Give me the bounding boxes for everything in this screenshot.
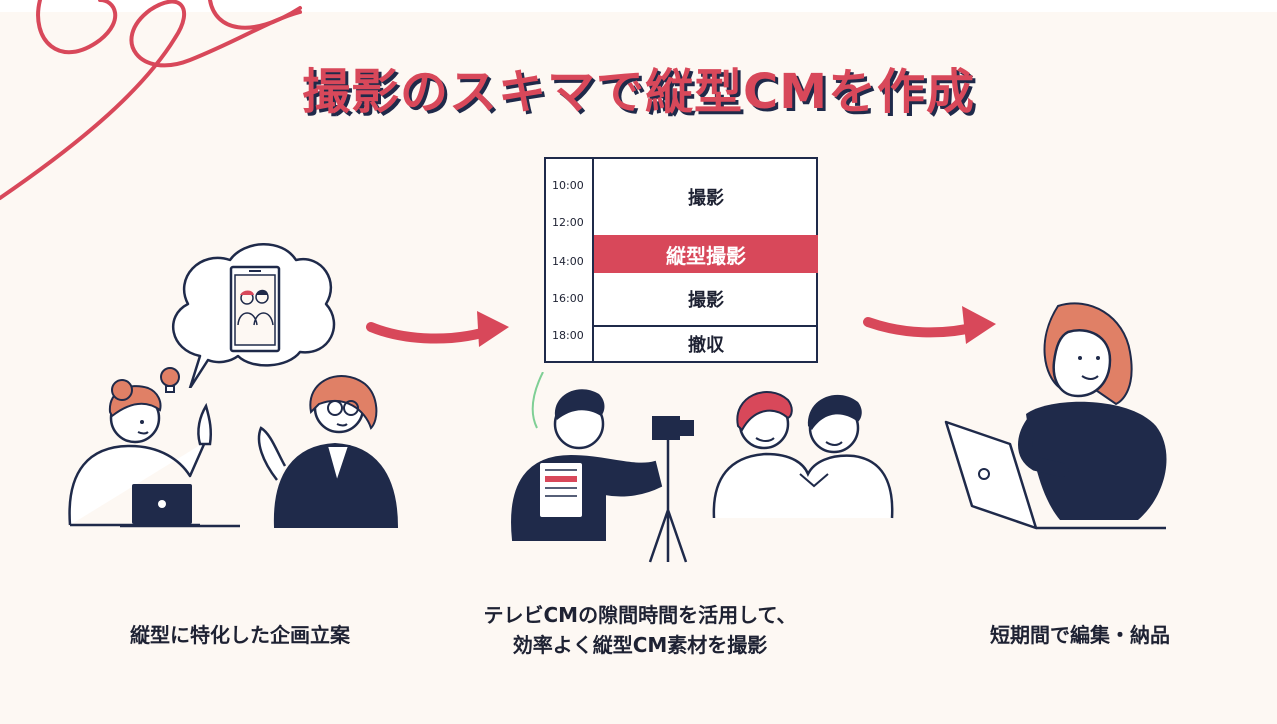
person-planner-illustration bbox=[68, 379, 213, 527]
decorative-swirl bbox=[0, 0, 302, 200]
schedule-time: 10:00 bbox=[552, 179, 584, 192]
lightbulb-icon bbox=[160, 367, 180, 393]
step-3-caption-line1: 短期間で編集・納品 bbox=[990, 623, 1170, 647]
camera-operator-illustration bbox=[511, 372, 663, 541]
smartphone-icon bbox=[229, 265, 281, 353]
step-2-caption-line1: テレビCMの隙間時間を活用して、 bbox=[483, 603, 797, 627]
talent-pair-illustration bbox=[712, 391, 894, 519]
arrow-right-icon bbox=[366, 311, 509, 347]
shooting-schedule: 10:00 12:00 14:00 16:00 18:00 撮影 縦型撮影 撮影… bbox=[544, 157, 818, 363]
step-1-caption: 縦型に特化した企画立案 bbox=[40, 620, 440, 650]
schedule-block-vertical-shoot: 縦型撮影 bbox=[594, 235, 818, 273]
step-2-caption: テレビCMの隙間時間を活用して、 効率よく縦型CM素材を撮影 bbox=[440, 600, 840, 660]
step-1-caption-line1: 縦型に特化した企画立案 bbox=[130, 623, 350, 647]
schedule-separator bbox=[594, 325, 818, 327]
step-2-caption-line2: 効率よく縦型CM素材を撮影 bbox=[512, 633, 768, 657]
arrow-right-icon bbox=[863, 306, 996, 344]
schedule-block-shoot: 撮影 bbox=[688, 290, 724, 311]
schedule-time: 16:00 bbox=[552, 292, 584, 305]
schedule-divider bbox=[592, 159, 594, 361]
editor-illustration bbox=[944, 302, 1167, 530]
schedule-time: 18:00 bbox=[552, 329, 584, 342]
person-client-illustration bbox=[257, 375, 399, 528]
page-title: 撮影のスキマで縦型CMを作成 bbox=[302, 64, 975, 120]
schedule-block-wrap-up: 撤収 bbox=[688, 335, 724, 356]
laptop-icon bbox=[120, 484, 240, 528]
step-3-caption: 短期間で編集・納品 bbox=[880, 620, 1277, 650]
schedule-time: 12:00 bbox=[552, 216, 584, 229]
tripod-icon bbox=[648, 440, 688, 563]
top-band bbox=[0, 0, 1277, 12]
camera-icon bbox=[652, 416, 694, 440]
schedule-block-shoot: 撮影 bbox=[688, 188, 724, 209]
schedule-time: 14:00 bbox=[552, 255, 584, 268]
